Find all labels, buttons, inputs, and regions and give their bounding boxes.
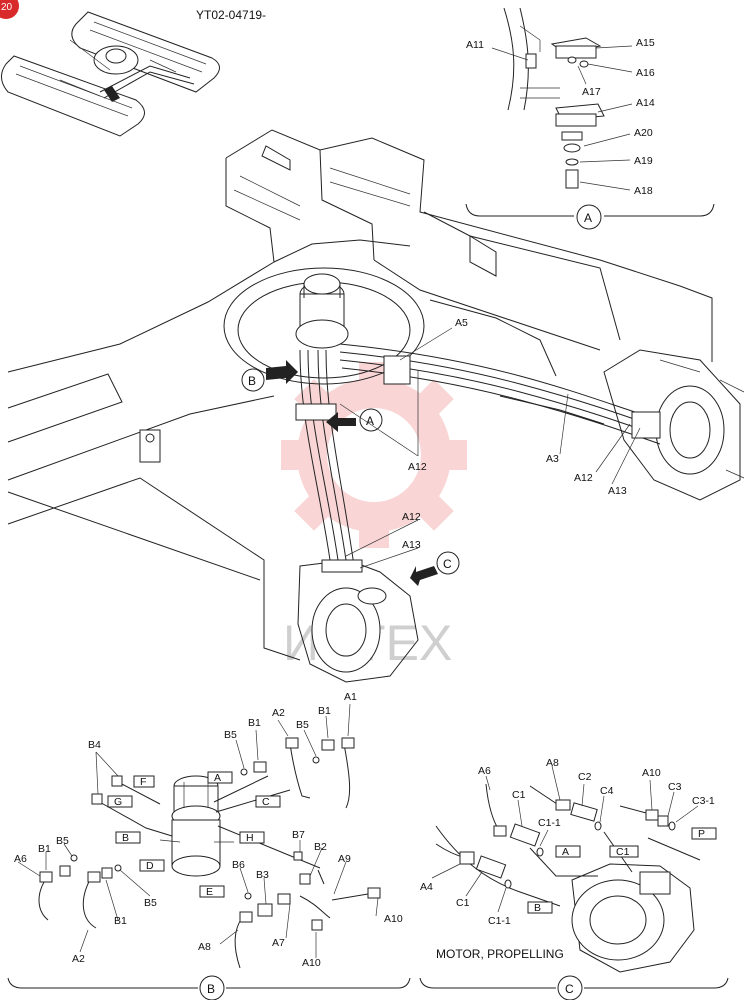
detail-c: A C1 B P A6 A8 C2 A10 C3 C1 C4 C3-1 C1-1… bbox=[419, 757, 729, 1001]
label-detail-b-labels-19: A7 bbox=[272, 937, 285, 949]
label-main-view-labels-2: A12 bbox=[408, 461, 427, 473]
label-detail-b-labels-8: B1 bbox=[38, 843, 51, 855]
label-detail-c-boxed-labels-3: P bbox=[698, 828, 705, 840]
label-detail-a-labels-0: A11 bbox=[466, 39, 484, 51]
label-detail-c-labels-3: A10 bbox=[642, 767, 661, 779]
label-detail-b-labels-18: A8 bbox=[198, 941, 211, 953]
label-detail-b-labels-1: B5 bbox=[224, 729, 237, 741]
label-detail-b-labels-17: B3 bbox=[256, 869, 269, 881]
label-detail-b-labels-16: B6 bbox=[232, 859, 245, 871]
label-detail-b-labels-2: B1 bbox=[248, 717, 261, 729]
label-detail-b-labels-14: B2 bbox=[314, 841, 327, 853]
label-detail-b-labels-20: A10 bbox=[384, 913, 403, 925]
label-detail-a-labels-2: A16 bbox=[636, 67, 655, 79]
label-main-view-view-markers-1: A bbox=[366, 414, 374, 428]
label-detail-b-boxed-labels-2: A bbox=[214, 772, 221, 784]
label-page-badge: 20 bbox=[1, 2, 13, 13]
label-detail-c-labels-1: A8 bbox=[546, 757, 559, 769]
label-detail-b-boxed-labels-1: G bbox=[114, 796, 122, 808]
label-detail-b-labels-10: A2 bbox=[72, 953, 85, 965]
label-detail-c-labels-0: A6 bbox=[478, 765, 491, 777]
label-main-view-labels-4: A13 bbox=[608, 485, 627, 497]
label-detail-a-labels-6: A19 bbox=[634, 155, 653, 167]
hose-routing bbox=[295, 343, 661, 573]
label-detail-c-labels-7: C3-1 bbox=[692, 795, 715, 807]
label-detail-b-labels-21: A10 bbox=[302, 957, 321, 969]
front-track-motor bbox=[297, 559, 419, 683]
label-main-view-view-markers-2: C bbox=[443, 557, 452, 571]
label-detail-a-labels-1: A15 bbox=[636, 37, 655, 49]
label-main-view-labels-5: A12 bbox=[402, 511, 421, 523]
label-detail-a-circle-letter: A bbox=[584, 211, 592, 225]
label-detail-b-boxed-labels-3: C bbox=[262, 796, 270, 808]
detail-b: F G A C B H D E B4 B5 B1 A2 B5 B1 A1 B5 … bbox=[7, 691, 411, 1001]
label-detail-b-circle-letter: B bbox=[207, 982, 215, 996]
label-detail-a-labels-3: A17 bbox=[582, 86, 601, 98]
watermark-logo bbox=[281, 362, 467, 548]
detail-a: A11 A15 A16 A17 A14 A20 A19 A18 A bbox=[465, 7, 715, 230]
page-badge: 20 bbox=[0, 0, 19, 19]
label-detail-b-labels-13: B7 bbox=[292, 829, 305, 841]
label-detail-a-labels-4: A14 bbox=[636, 97, 655, 109]
label-detail-b-labels-0: B4 bbox=[88, 739, 101, 751]
label-detail-c-boxed-labels-0: A bbox=[562, 846, 569, 858]
label-detail-b-boxed-labels-0: F bbox=[140, 776, 146, 788]
label-main-view-labels-6: A13 bbox=[402, 539, 421, 551]
drawing-number: YT02-04719- bbox=[196, 8, 266, 22]
label-detail-c-boxed-labels-1: C1 bbox=[616, 846, 630, 858]
label-detail-b-labels-9: A6 bbox=[14, 853, 27, 865]
label-detail-b-labels-15: A9 bbox=[338, 853, 351, 865]
label-main-view-view-markers-0: B bbox=[248, 374, 256, 388]
label-detail-b-boxed-labels-7: E bbox=[206, 886, 213, 898]
label-detail-a-labels-7: A18 bbox=[634, 185, 653, 197]
label-detail-b-labels-5: B1 bbox=[318, 705, 331, 717]
label-detail-c-labels-10: C1 bbox=[456, 897, 470, 909]
main-view-labels: A5 A3 A12 A12 A13 A12 A13 bbox=[339, 317, 641, 569]
label-detail-c-labels-8: C1-1 bbox=[538, 817, 561, 829]
label-detail-c-circle-letter: C bbox=[565, 982, 574, 996]
view-arrow-a: A bbox=[326, 408, 383, 432]
thumbnail-undercarriage bbox=[1, 11, 220, 137]
label-detail-c-labels-6: C4 bbox=[600, 785, 614, 797]
label-detail-b-boxed-labels-6: D bbox=[146, 860, 154, 872]
label-main-view-labels-1: A3 bbox=[546, 453, 559, 465]
view-arrow-b: B bbox=[241, 360, 298, 392]
motor-caption: MOTOR, PROPELLING bbox=[436, 947, 564, 961]
label-detail-b-boxed-labels-5: H bbox=[246, 832, 254, 844]
swivel-ring bbox=[223, 267, 425, 385]
label-main-view-labels-0: A5 bbox=[455, 317, 468, 329]
label-detail-b-labels-7: B5 bbox=[56, 835, 69, 847]
right-track-motor bbox=[603, 349, 745, 501]
label-detail-c-labels-9: A4 bbox=[420, 881, 433, 893]
label-detail-c-boxed-labels-2: B bbox=[534, 902, 541, 914]
label-detail-b-labels-11: B1 bbox=[114, 915, 127, 927]
label-detail-b-boxed-labels-4: B bbox=[122, 832, 129, 844]
label-detail-a-labels-5: A20 bbox=[634, 127, 653, 139]
main-frame bbox=[7, 129, 713, 661]
label-detail-c-labels-11: C1-1 bbox=[488, 915, 511, 927]
label-detail-b-labels-6: A1 bbox=[344, 691, 357, 703]
label-detail-c-labels-2: C2 bbox=[578, 771, 592, 783]
label-detail-b-labels-12: B5 bbox=[144, 897, 157, 909]
view-arrow-c: C bbox=[410, 551, 460, 586]
label-detail-b-labels-4: B5 bbox=[296, 719, 309, 731]
label-main-view-labels-3: A12 bbox=[574, 472, 593, 484]
label-detail-c-labels-4: C3 bbox=[668, 781, 682, 793]
label-detail-b-labels-3: A2 bbox=[272, 707, 285, 719]
label-detail-c-labels-5: C1 bbox=[512, 789, 526, 801]
